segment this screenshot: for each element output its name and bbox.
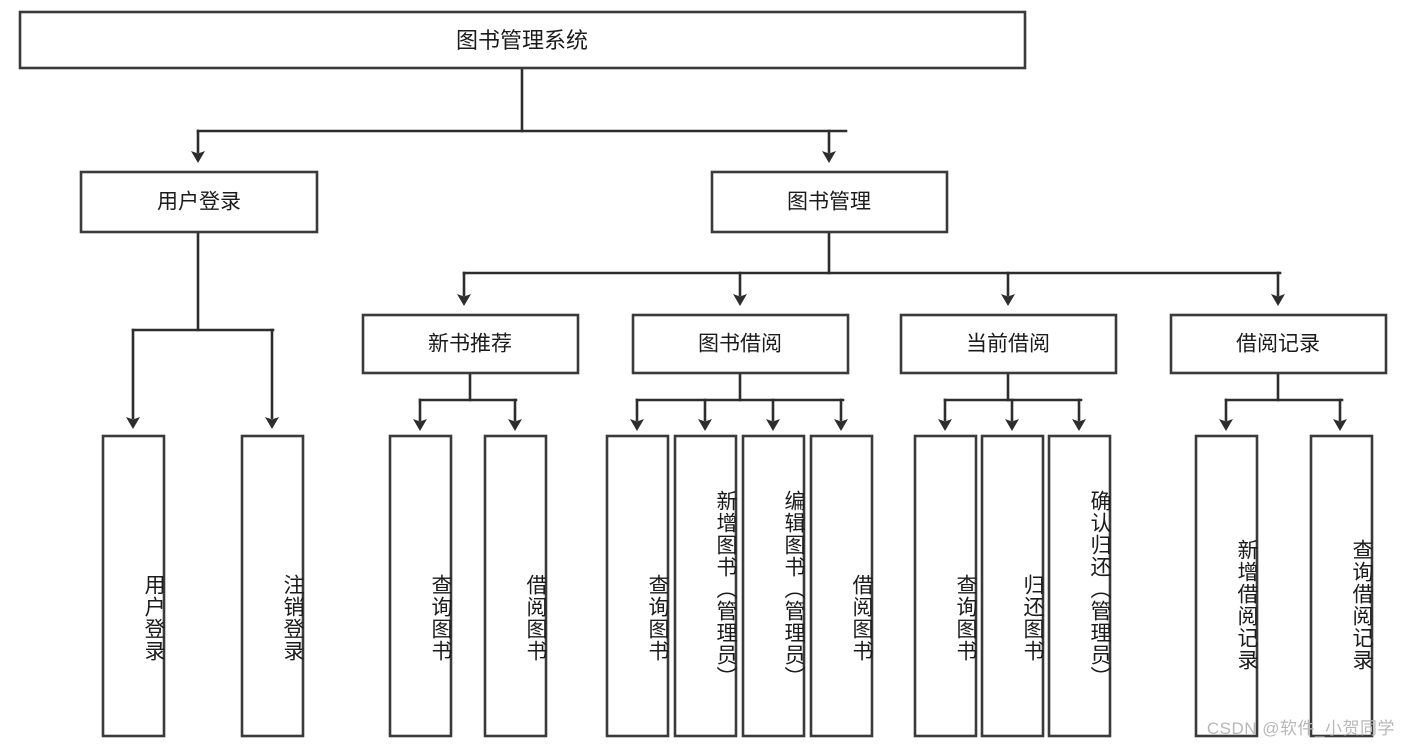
node-new-book-recommend[interactable]: 新书推荐	[361, 313, 580, 375]
csdn-watermark: CSDN @软件_小贺同学	[1206, 719, 1395, 738]
connector-borrow-record-to-leaves	[1219, 371, 1347, 431]
connector-user-login-to-leaves	[126, 230, 279, 429]
leaf-box-current-borrow-3[interactable]	[1047, 434, 1112, 738]
leaf-box-borrow-record-1[interactable]	[1194, 434, 1259, 738]
node-new-book-recommend-label: 新书推荐	[428, 333, 512, 356]
node-root[interactable]: 图书管理系统	[18, 10, 1027, 70]
node-root-label: 图书管理系统	[456, 28, 588, 53]
leaf-box-new-book-1[interactable]	[388, 434, 453, 738]
leaf-box-book-borrow-1[interactable]	[605, 434, 670, 738]
leaf-box-current-borrow-1[interactable]	[913, 434, 978, 738]
connector-root-to-level2	[191, 66, 848, 163]
leaf-box-borrow-record-2[interactable]	[1309, 434, 1374, 738]
connector-book-borrow-to-leaves	[630, 371, 848, 431]
node-book-management[interactable]: 图书管理	[710, 170, 949, 234]
connector-current-borrow-to-leaves	[938, 371, 1086, 431]
node-book-borrow-label: 图书借阅	[698, 333, 782, 356]
node-book-management-label: 图书管理	[787, 191, 871, 214]
node-user-login[interactable]: 用户登录	[79, 170, 319, 234]
leaf-box-new-book-2[interactable]	[483, 434, 548, 738]
leaf-box-user-login-1[interactable]	[101, 434, 166, 738]
node-user-login-label: 用户登录	[157, 191, 241, 214]
node-borrow-record[interactable]: 借阅记录	[1169, 313, 1388, 375]
leaf-box-book-borrow-3[interactable]	[741, 434, 806, 738]
leaf-box-user-login-2[interactable]	[240, 434, 305, 738]
leaf-box-book-borrow-4[interactable]	[809, 434, 874, 738]
leaf-box-book-borrow-2[interactable]	[673, 434, 738, 738]
node-book-borrow[interactable]: 图书借阅	[631, 313, 850, 375]
connector-new-book-to-leaves	[413, 371, 522, 431]
leaf-box-current-borrow-2[interactable]	[980, 434, 1045, 738]
node-current-borrow[interactable]: 当前借阅	[899, 313, 1118, 375]
connector-book-mgmt-to-level3	[457, 230, 1285, 306]
node-current-borrow-label: 当前借阅	[966, 333, 1050, 356]
node-borrow-record-label: 借阅记录	[1236, 333, 1320, 356]
